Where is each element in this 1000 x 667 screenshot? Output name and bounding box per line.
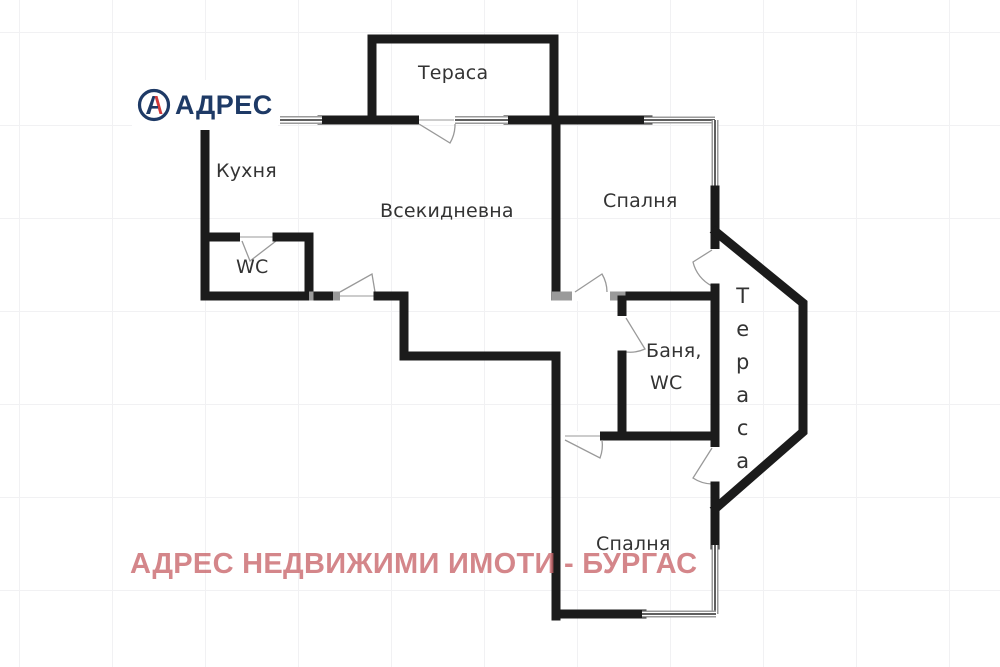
terrace-side-letter: е	[736, 317, 750, 341]
room-label-bedroom-bottom: Спалня	[596, 533, 671, 555]
terrace-side-walls	[709, 225, 808, 515]
kitchen-wc-walls	[200, 129, 561, 441]
room-label-terrace-side: Т е р а с а	[736, 280, 749, 478]
bedroom-top-walls	[551, 115, 720, 301]
room-label-wc: WC	[236, 256, 269, 278]
terrace-side-letter: Т	[736, 284, 750, 308]
room-label-bedroom-top: Спалня	[603, 190, 678, 212]
room-label-bathroom-line1: Баня,	[646, 340, 702, 362]
terrace-side-letter: р	[736, 350, 750, 374]
agency-watermark: АДРЕС НЕДВИЖИМИ ИМОТИ - БУРГАС	[130, 548, 698, 580]
room-label-living-room: Всекидневна	[380, 200, 514, 222]
room-label-terrace-top: Тераса	[418, 62, 489, 84]
living-top-wall	[280, 115, 653, 144]
terrace-top-walls	[367, 34, 559, 125]
company-logo: АДРЕС	[132, 80, 278, 130]
bedroom-bottom-walls	[551, 431, 720, 621]
adres-logo-mark-icon	[137, 88, 171, 122]
terrace-side-letter: а	[736, 449, 750, 473]
terrace-side-letter: а	[736, 383, 750, 407]
room-label-bathroom-line2: WC	[650, 372, 683, 394]
bathroom-walls	[595, 291, 720, 441]
terrace-side-letter: с	[736, 416, 749, 440]
logo-brand-text: АДРЕС	[175, 89, 273, 120]
room-label-kitchen: Кухня	[216, 160, 277, 182]
